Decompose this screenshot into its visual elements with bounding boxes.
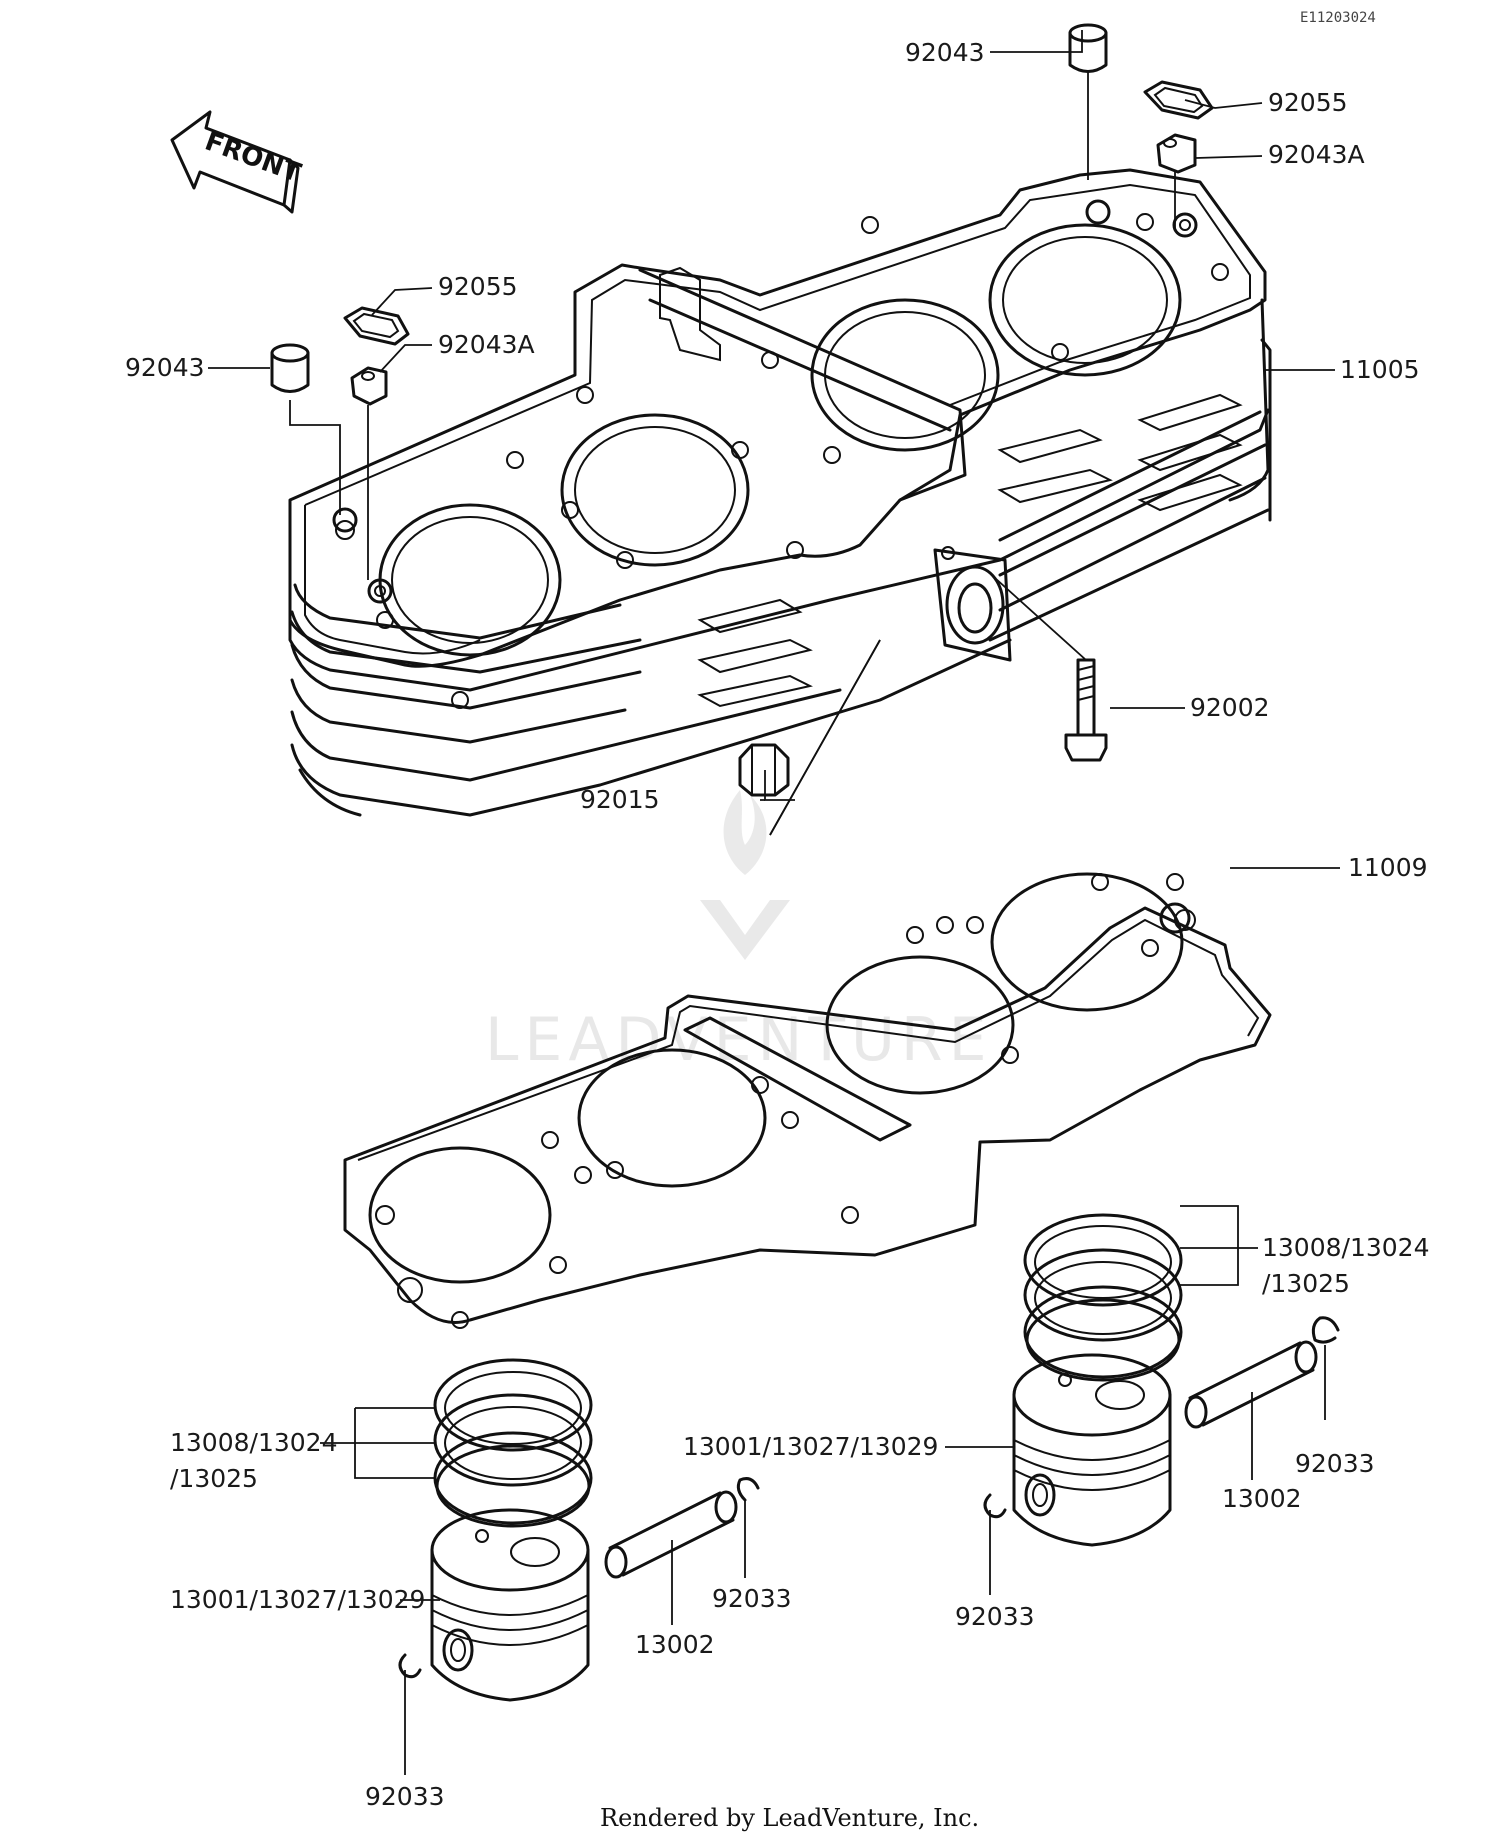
- callout-rings-right-line2: /13025: [1262, 1269, 1350, 1298]
- piston-pin-right: [1184, 1340, 1318, 1429]
- callout-rings-left-line1: 13008/13024: [170, 1428, 337, 1457]
- cap-nut: [738, 743, 790, 797]
- oring-gasket-right: [1143, 80, 1214, 120]
- dowel-pin-right: [1068, 23, 1108, 73]
- callout-rings-right-line1: 13008/13024: [1262, 1233, 1429, 1262]
- piston-rings-right: [1023, 1213, 1183, 1382]
- leader-lines: [208, 30, 1340, 1775]
- callout-92043-top: 92043: [905, 38, 985, 67]
- piston-right: [1012, 1353, 1172, 1547]
- callout-clip-right-top: 92033: [1295, 1449, 1375, 1478]
- piston-pin-left: [604, 1490, 738, 1579]
- reference-code: E11203024: [1300, 10, 1376, 26]
- front-direction-arrow: FRONT: [170, 110, 305, 214]
- footer-credit: Rendered by LeadVenture, Inc.: [600, 1804, 979, 1832]
- oring-gasket-left: [343, 306, 410, 346]
- callout-92055-right: 92055: [1268, 88, 1348, 117]
- callout-92015-nut: 92015: [580, 785, 660, 814]
- callout-clip-left-lower: 92033: [365, 1782, 445, 1811]
- circlip-right-lower: [983, 1493, 1007, 1519]
- callout-11009-gasket: 11009: [1348, 853, 1428, 882]
- callout-pin-right: 13002: [1222, 1484, 1302, 1513]
- leadventure-watermark: LEADVENTURE: [485, 790, 993, 1075]
- piston-rings-left: [433, 1358, 593, 1528]
- callout-92055-left: 92055: [438, 272, 518, 301]
- dowel-sleeve-right: [1156, 133, 1197, 174]
- callout-92043a-left: 92043A: [438, 330, 535, 359]
- callout-clip-left-upper: 92033: [712, 1584, 792, 1613]
- callout-piston-left: 13001/13027/13029: [170, 1585, 425, 1614]
- cylinder-base-gasket: [343, 872, 1272, 1329]
- dowel-sleeve-left: [350, 366, 388, 406]
- callout-pin-left: 13002: [635, 1630, 715, 1659]
- circlip-left-lower: [398, 1653, 422, 1679]
- cylinder-bolt: [1064, 658, 1108, 762]
- callout-clip-right-lower: 92033: [955, 1602, 1035, 1631]
- callout-92043-left: 92043: [125, 353, 205, 382]
- watermark-text: LEADVENTURE: [485, 1005, 993, 1075]
- callout-11005-cylinder: 11005: [1340, 355, 1420, 384]
- circlip-left-upper: [736, 1477, 760, 1502]
- callout-92002-bolt: 92002: [1190, 693, 1270, 722]
- cylinder-block: [288, 168, 1272, 817]
- piston-left: [430, 1508, 590, 1702]
- callout-rings-left-line2: /13025: [170, 1464, 258, 1493]
- callout-piston-right: 13001/13027/13029: [683, 1432, 938, 1461]
- callout-92043a-right: 92043A: [1268, 140, 1365, 169]
- dowel-pin-left: [270, 343, 310, 393]
- circlip-right-top: [1311, 1316, 1340, 1344]
